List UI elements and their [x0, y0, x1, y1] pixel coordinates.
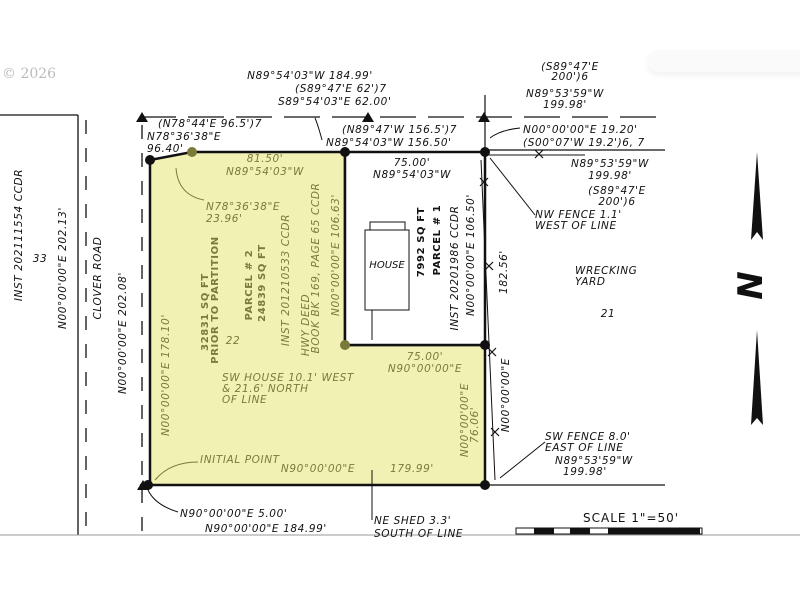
- hwy-deed-2: BOOK BK 169, PAGE 65 CCDR: [310, 183, 322, 354]
- p2-east-1: N00°00'00"E: [459, 383, 471, 457]
- left-lot: 33: [33, 253, 48, 265]
- sw-fence-1: SW FENCE 8.0': [545, 431, 631, 443]
- nw-record: (N78°44'E 96.5')7: [158, 118, 262, 130]
- p1-east-bearing: N00°00'00"E 106.50': [465, 194, 477, 316]
- p2-inst: INST 201210533 CCDR: [280, 214, 292, 346]
- p1-label: PARCEL # 1: [432, 205, 443, 276]
- house-footprint: [364, 221, 410, 311]
- hwy-deed-1: HWY DEED: [300, 294, 312, 356]
- initial-point: INITIAL POINT: [200, 454, 281, 466]
- p2-top-1: 81.50': [247, 153, 284, 165]
- nw-fence-1: NW FENCE 1.1': [535, 209, 622, 221]
- yard-2: YARD: [575, 276, 606, 288]
- p2-seg-1: N78°36'38"E: [206, 201, 280, 213]
- p1-area: 7992 SQ FT: [416, 207, 427, 277]
- left-bearing: N00°00'00"E 202.13': [57, 207, 69, 329]
- fence-markers: [479, 149, 544, 437]
- south-bearing-2: 199.98': [563, 466, 607, 478]
- nw-fence-2: WEST OF LINE: [535, 220, 617, 232]
- north-arrow-icon: [751, 152, 763, 425]
- p1-top-2: N89°54'03"W: [373, 169, 451, 181]
- mid-bearing: N89°54'03"W 156.50': [326, 137, 452, 149]
- right-lot: 21: [601, 308, 616, 320]
- ne-bearing-2: 199.98': [543, 99, 587, 111]
- p2-west-bearing: N00°00'00"E 178.10': [160, 314, 172, 436]
- p2-mid-1: 75.00': [407, 351, 444, 363]
- mid-record: (N89°47'W 156.5')7: [342, 124, 457, 136]
- shed-note-1: NE SHED 3.3': [374, 515, 451, 527]
- boundary-lines: [0, 95, 665, 535]
- tie-1: N00°00'00"E 19.20': [523, 124, 638, 136]
- p2-lot: 22: [226, 335, 241, 347]
- house-note-2: & 21.6' NORTH: [222, 383, 309, 395]
- road-bearing: N00°00'00"E 202.08': [117, 272, 129, 394]
- scale-label: SCALE 1"=50': [583, 511, 679, 525]
- ne-record-1: (S89°47'E: [541, 61, 599, 73]
- right-east-bearing: N00°00'00"E: [500, 358, 512, 432]
- p2-area-note: PRIOR TO PARTITION: [210, 236, 221, 363]
- shed-note-2: SOUTH OF LINE: [374, 528, 463, 540]
- tie-2: (S00°07'W 19.2')6, 7: [523, 137, 645, 149]
- bottom-bearing-2: N90°00'00"E 184.99': [205, 523, 327, 535]
- p2-mid-2: N90°00'00"E: [388, 363, 462, 375]
- left-inst: INST 202111554 CCDR: [13, 169, 25, 301]
- p2-label: PARCEL # 2: [244, 250, 255, 321]
- p2-east-2: 76.06': [469, 407, 481, 444]
- p2-area-total: 32831 SQ FT: [200, 273, 211, 351]
- p2-bottom-1: N90°00'00"E: [281, 463, 355, 475]
- copyright-watermark: © 2026: [2, 66, 57, 82]
- monuments: [136, 112, 490, 490]
- south-bearing-1: N89°53'59"W: [555, 455, 633, 467]
- right-record-2: 200')6: [598, 196, 635, 208]
- sw-fence-2: EAST OF LINE: [545, 442, 624, 454]
- p2-top-2: N89°54'03"W: [226, 166, 304, 178]
- top-bearing-2: S89°54'03"E 62.00': [278, 96, 391, 108]
- nw-bearing-2: 96.40': [147, 143, 184, 155]
- house-note-3: OF LINE: [222, 394, 267, 406]
- ne-record-2: 200')6: [551, 71, 588, 83]
- top-overlay: [648, 50, 800, 72]
- scale-bar: [515, 527, 703, 535]
- north-label: N: [731, 270, 771, 299]
- nw-bearing-1: N78°36'38"E: [147, 131, 221, 143]
- top-record-1: (S89°47'E 62')7: [295, 83, 387, 95]
- house-label: HOUSE: [369, 260, 405, 271]
- p2-area: 24839 SQ FT: [257, 244, 268, 322]
- right-bearing-2: 199.98': [588, 170, 632, 182]
- right-record-1: (S89°47'E: [588, 185, 646, 197]
- road-name: CLOVER ROAD: [92, 236, 104, 319]
- right-dist: 182.56': [498, 250, 510, 294]
- right-bearing-1: N89°53'59"W: [571, 158, 649, 170]
- bottom-bearing-1: N90°00'00"E 5.00': [180, 508, 287, 520]
- p1-top-1: 75.00': [394, 157, 431, 169]
- house-note-1: SW HOUSE 10.1' WEST: [222, 372, 355, 384]
- p1-inst: INST 20201986 CCDR: [449, 206, 461, 331]
- p2-inner-bearing: N00°00'00"E 106.63': [330, 194, 342, 316]
- top-bearing-1: N89°54'03"W 184.99': [247, 70, 373, 82]
- p2-seg-2: 23.96': [206, 213, 243, 225]
- yard-1: WRECKING: [575, 265, 637, 277]
- ne-bearing-1: N89°53'59"W: [526, 88, 604, 100]
- p2-bottom-2: 179.99': [390, 463, 434, 475]
